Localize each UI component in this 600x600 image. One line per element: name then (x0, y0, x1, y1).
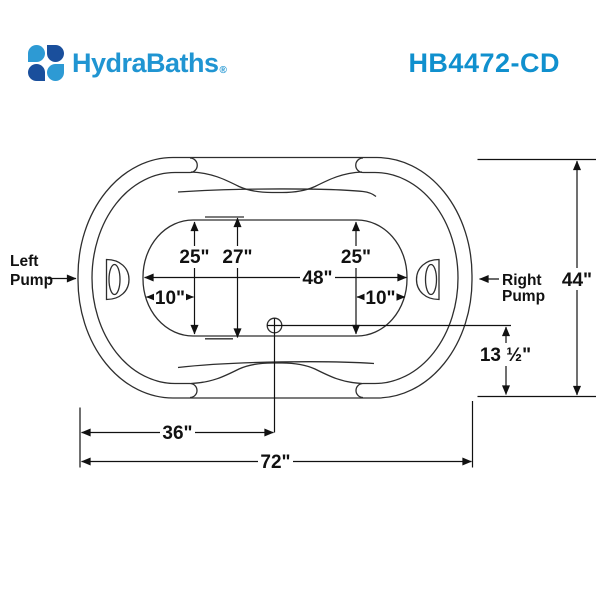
label-bg (177, 246, 212, 268)
registered-trademark: ® (219, 65, 227, 76)
left-pump-fitting (105, 258, 130, 301)
label-bg (480, 343, 531, 366)
logo-petal-top-right (47, 45, 64, 62)
dim-label-10-left: 10" (155, 288, 185, 309)
logo-petal-bottom-left (28, 64, 45, 81)
label-bg (160, 421, 195, 443)
left-pump-lens (108, 263, 121, 296)
pillow-cap-bottom-right (355, 382, 364, 399)
label-bg (258, 450, 293, 472)
label-bg (154, 287, 186, 307)
hydrabaths-logo: HydraBaths ® (28, 45, 227, 81)
dim-label-48: 48" (302, 268, 332, 289)
label-bg (364, 287, 397, 307)
tub-inner-rim-left (91, 171, 190, 385)
dim-label-72: 72" (260, 452, 290, 473)
label-bg (559, 268, 595, 290)
right-pump-fitting (415, 258, 440, 301)
dim-label-25-right: 25" (341, 247, 371, 268)
logo-petal-bottom-right (47, 64, 64, 81)
deck-edge-bottom (177, 361, 375, 369)
logo-petal-top-left (28, 45, 45, 62)
dim-label-36: 36" (162, 423, 192, 444)
dim-label-25-left: 25" (179, 247, 209, 268)
tub-inner-rim-right (363, 171, 459, 385)
right-pump-label-line2: Pump (502, 288, 545, 305)
right-pump-lens (424, 263, 438, 296)
deck-contour-bottom (190, 362, 363, 385)
dim-label-27: 27" (222, 247, 252, 268)
label-bg (300, 266, 335, 288)
right-pump-label-line1: Right (502, 272, 542, 289)
dim-label-10-right: 10" (365, 288, 395, 309)
dim-label-44: 44" (562, 270, 592, 291)
deck-contour-top (190, 171, 363, 194)
dim-label-13half: 13 ½" (480, 345, 531, 366)
left-pump-label-line1: Left (10, 253, 38, 270)
brand-name: HydraBaths (72, 47, 219, 78)
model-number: HB4472-CD (408, 48, 560, 78)
pillow-cap-top-left (189, 157, 198, 174)
deck-edge-top (177, 188, 377, 198)
logo-petals-icon (28, 45, 64, 81)
label-bg (220, 246, 255, 268)
label-bg (338, 246, 374, 268)
pillow-cap-bottom-left (189, 382, 198, 399)
pillow-cap-top-right (355, 157, 364, 174)
left-pump-label-line2: Pump (10, 272, 53, 289)
